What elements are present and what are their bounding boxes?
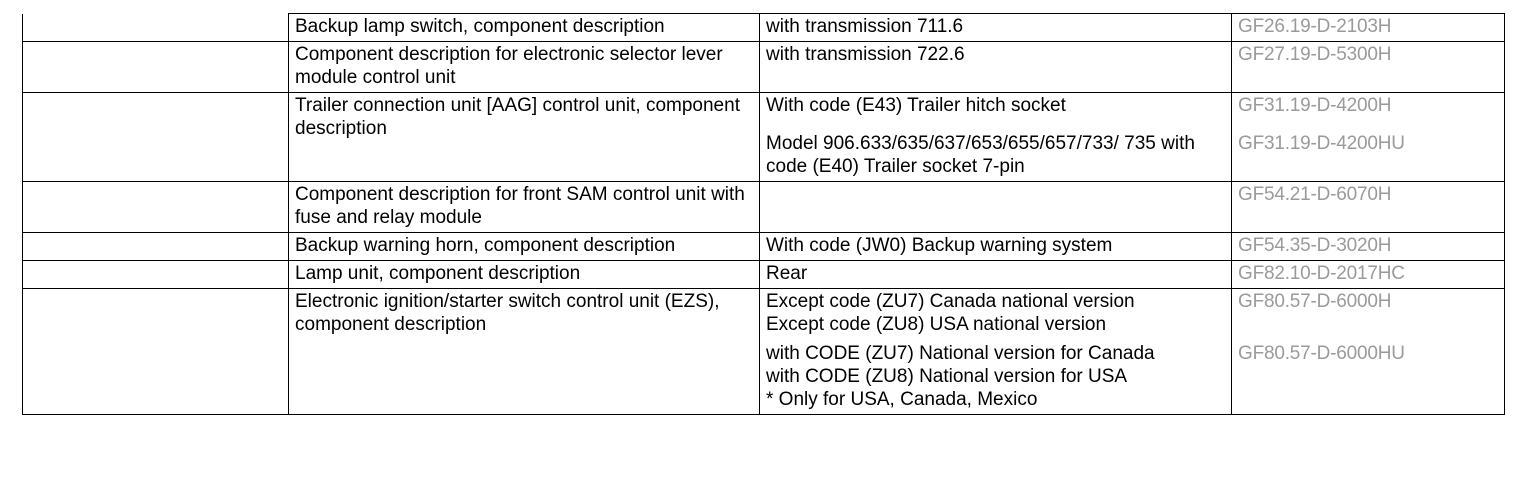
component-cell: Component description for electronic sel… xyxy=(288,41,760,93)
condition-cell: Except code (ZU7) Canada national versio… xyxy=(759,288,1232,415)
document-ref-link[interactable]: GF31.19-D-4200H xyxy=(1238,95,1392,116)
document-ref-link[interactable]: GF80.57-D-6000H xyxy=(1238,291,1392,312)
component-cell: Component description for front SAM cont… xyxy=(288,181,760,233)
blank-cell xyxy=(22,41,289,93)
document-ref-link[interactable]: GF54.21-D-6070H xyxy=(1231,181,1505,233)
component-cell: Backup warning horn, component descripti… xyxy=(288,232,760,261)
condition-cell: Rear xyxy=(759,260,1232,289)
condition-line: with CODE (ZU8) National version for USA xyxy=(766,366,1128,387)
condition-line: With code (E43) Trailer hitch socket xyxy=(766,95,1066,116)
condition-cell: with transmission 711.6 xyxy=(759,13,1232,42)
component-cell: Lamp unit, component description xyxy=(288,260,760,289)
condition-cell xyxy=(759,181,1232,233)
condition-line: Model 906.633/635/637/653/655/657/733/ 7… xyxy=(766,133,1195,177)
component-cell: Backup lamp switch, component descriptio… xyxy=(288,13,760,42)
document-ref-link[interactable]: GF82.10-D-2017HC xyxy=(1231,260,1505,289)
component-cell: Trailer connection unit [AAG] control un… xyxy=(288,92,760,182)
blank-cell xyxy=(22,92,289,182)
condition-cell: With code (E43) Trailer hitch socket Mod… xyxy=(759,92,1232,182)
component-reference-table: Backup lamp switch, component descriptio… xyxy=(22,13,1505,415)
table-row: Trailer connection unit [AAG] control un… xyxy=(22,92,1505,182)
condition-cell: With code (JW0) Backup warning system xyxy=(759,232,1232,261)
condition-line: with CODE (ZU7) National version for Can… xyxy=(766,343,1155,364)
condition-line: * Only for USA, Canada, Mexico xyxy=(766,389,1038,410)
blank-cell xyxy=(22,232,289,261)
condition-line: Except code (ZU8) USA national version xyxy=(766,314,1107,335)
table-row: Backup lamp switch, component descriptio… xyxy=(22,13,1505,42)
document-ref-link[interactable]: GF80.57-D-6000HU xyxy=(1238,343,1405,364)
table-row: Backup warning horn, component descripti… xyxy=(22,232,1505,261)
document-ref-link[interactable]: GF54.35-D-3020H xyxy=(1231,232,1505,261)
condition-cell: with transmission 722.6 xyxy=(759,41,1232,93)
table-row: Component description for electronic sel… xyxy=(22,41,1505,93)
table-row: Electronic ignition/starter switch contr… xyxy=(22,288,1505,415)
document-ref-link[interactable]: GF27.19-D-5300H xyxy=(1231,41,1505,93)
table-row: Lamp unit, component description Rear GF… xyxy=(22,260,1505,289)
blank-cell xyxy=(22,288,289,415)
document-ref-link[interactable]: GF26.19-D-2103H xyxy=(1231,13,1505,42)
document-ref-link[interactable]: GF31.19-D-4200HU xyxy=(1238,133,1405,154)
component-cell: Electronic ignition/starter switch contr… xyxy=(288,288,760,415)
ref-cell: GF31.19-D-4200H GF31.19-D-4200HU xyxy=(1231,92,1505,182)
blank-cell xyxy=(22,181,289,233)
blank-cell xyxy=(22,260,289,289)
table-row: Component description for front SAM cont… xyxy=(22,181,1505,233)
ref-cell: GF80.57-D-6000H GF80.57-D-6000HU xyxy=(1231,288,1505,415)
condition-line: Except code (ZU7) Canada national versio… xyxy=(766,291,1135,312)
blank-cell xyxy=(22,13,289,42)
